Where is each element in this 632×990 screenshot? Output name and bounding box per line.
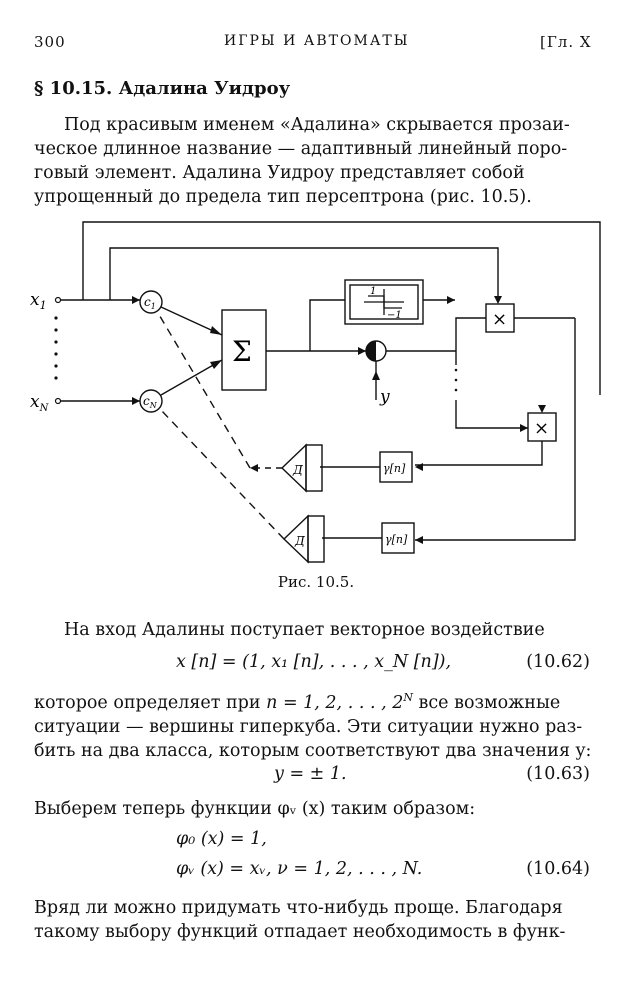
running-title: ИГРЫ И АВТОМАТЫ xyxy=(224,33,410,49)
paragraph-conclusion: Вряд ли можно придумать что-нибудь проще… xyxy=(34,896,590,944)
weight-cN-label: cN xyxy=(143,394,158,410)
p2-line-3: бить на два класса, которым соответствую… xyxy=(34,740,592,761)
intro-paragraph: Под красивым именем «Адалина» скрывается… xyxy=(34,113,590,209)
input-xN-label: xN xyxy=(30,392,50,414)
integrator-triangle-1 xyxy=(280,443,307,493)
integrator-2-label: Д xyxy=(294,534,305,548)
adaline-block-diagram: x1 xN c1 cN Σ 1 −1 y × × γ[n] γ[n] Д Д xyxy=(30,221,601,564)
paragraph-input: На вход Адалины поступает векторное возд… xyxy=(34,618,590,642)
equation-10-64b: φᵥ (x) = xᵥ, ν = 1, 2, . . . , N. xyxy=(176,859,423,879)
desired-signal-label: y xyxy=(379,387,390,407)
wN-to-sum xyxy=(160,359,223,396)
multiplier-1-symbol: × xyxy=(492,309,507,330)
equation-10-62: x [n] = (1, x₁ [n], . . . , x_N [n]), xyxy=(176,652,452,672)
page-number: 300 xyxy=(34,33,66,51)
threshold-plus-label: 1 xyxy=(370,286,376,297)
p4-line-1: Вряд ли можно придумать что-нибудь проще… xyxy=(34,898,563,918)
paragraph-situations: которое определяет при n = 1, 2, . . . ,… xyxy=(34,686,592,763)
p1-line-1: На вход Адалины поступает векторное возд… xyxy=(64,620,545,640)
intro-line-1: Под красивым именем «Адалина» скрывается… xyxy=(64,115,570,135)
equation-10-64a: φ₀ (x) = 1, xyxy=(176,829,267,849)
equation-number-10-64: (10.64) xyxy=(526,859,590,879)
integrator-1-label: Д xyxy=(292,463,303,477)
summator-box xyxy=(221,309,267,391)
integrator-triangle-2 xyxy=(282,514,309,564)
summator-symbol: Σ xyxy=(232,335,252,368)
gain-1-label: γ[n] xyxy=(383,462,406,475)
intro-line-3: говый элемент. Адалина Уидроу представля… xyxy=(34,163,525,183)
top-inner-line xyxy=(109,247,499,300)
p3-line-1: Выберем теперь функции φᵥ (x) таким обра… xyxy=(34,799,476,819)
threshold-minus-label: −1 xyxy=(387,310,402,321)
section-heading: § 10.15. Адалина Уидроу xyxy=(34,78,291,99)
input-x1-label: x1 xyxy=(30,290,47,312)
p4-line-2: такому выбору функций отпадает необходим… xyxy=(34,922,566,942)
threshold-box xyxy=(344,279,424,325)
equation-number-10-62: (10.62) xyxy=(526,652,590,672)
p2-line-1: которое определяет при n = 1, 2, . . . ,… xyxy=(34,691,561,713)
equation-10-63: y = ± 1. xyxy=(274,764,347,784)
paragraph-functions: Выберем теперь функции φᵥ (x) таким обра… xyxy=(34,797,590,821)
figure-caption: Рис. 10.5. xyxy=(277,573,355,591)
intro-line-4: упрощенный до предела тип персептрона (р… xyxy=(34,187,532,207)
weight-c1-label: c1 xyxy=(144,295,156,311)
gain-2-label: γ[n] xyxy=(385,533,408,546)
weight-node-1 xyxy=(139,290,163,314)
p2-line-2: ситуации — вершины гиперкуба. Эти ситуац… xyxy=(34,716,583,737)
top-outer-line xyxy=(82,221,601,395)
chapter-marker: [Гл. X xyxy=(540,33,592,51)
multiplier-2-symbol: × xyxy=(534,418,549,439)
integrator-box-1 xyxy=(305,444,323,492)
integrator-box-2 xyxy=(307,515,325,563)
equation-number-10-63: (10.63) xyxy=(526,764,590,784)
intro-line-2: ческое длинное название — адаптивный лин… xyxy=(34,139,568,159)
